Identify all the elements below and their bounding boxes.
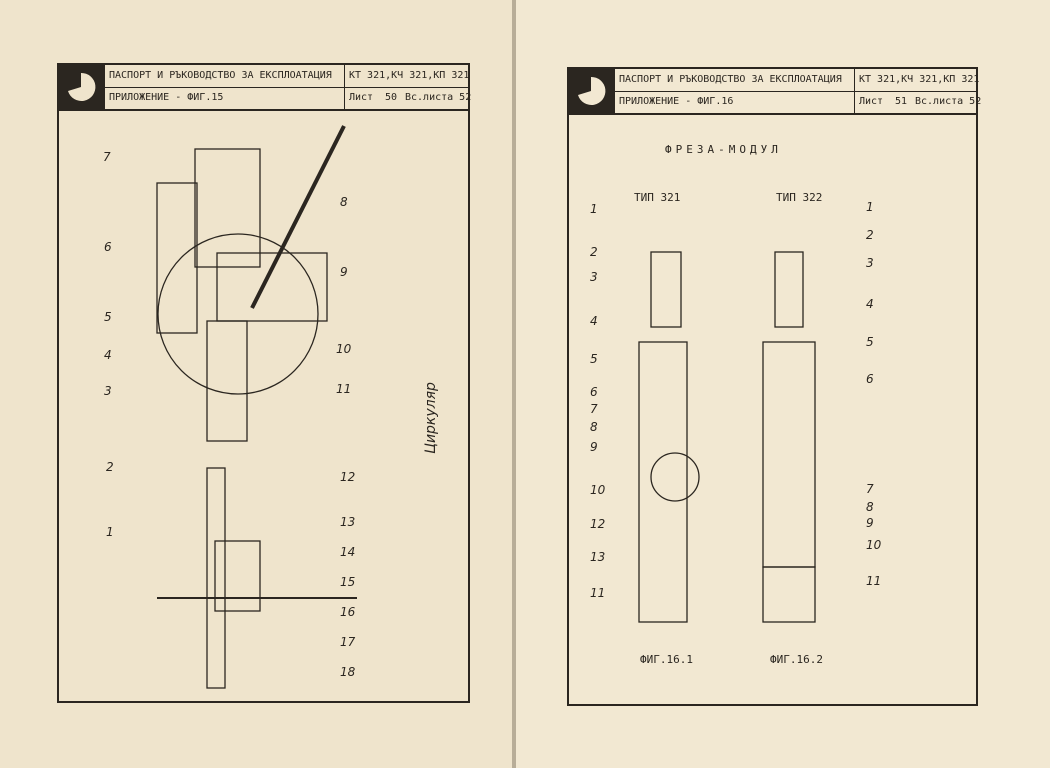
callout-a-5: 5 <box>590 352 598 366</box>
callout-17: 17 <box>340 635 356 649</box>
callout-1: 1 <box>106 525 114 539</box>
sheet-label: Лист <box>859 96 884 107</box>
logo-icon <box>569 69 615 113</box>
models: КТ 321,КЧ 321,КП 321 <box>859 74 980 85</box>
sheet-label: Лист <box>349 92 374 103</box>
logo-icon <box>59 65 105 109</box>
type-321-label: ТИП 321 <box>634 191 681 204</box>
right-frame: ПАСПОРТ И РЪКОВОДСТВО ЗА ЕКСПЛОАТАЦИЯ КТ… <box>567 67 981 706</box>
callout-3: 3 <box>104 384 112 398</box>
sheet-number: 51 <box>895 96 908 107</box>
callout-15: 15 <box>340 575 356 589</box>
callout-2: 2 <box>106 460 114 474</box>
right-page <box>516 0 1050 768</box>
callout-b-3: 3 <box>866 256 874 270</box>
right-title-block: ПАСПОРТ И РЪКОВОДСТВО ЗА ЕКСПЛОАТАЦИЯ КТ… <box>569 69 981 115</box>
callout-a-6: 6 <box>590 385 598 399</box>
left-title-block: ПАСПОРТ И РЪКОВОДСТВО ЗА ЕКСПЛОАТАЦИЯ КТ… <box>59 65 472 111</box>
callout-a-7: 7 <box>590 402 598 416</box>
side-text: Циркуляр <box>422 382 439 454</box>
callout-12: 12 <box>340 470 356 484</box>
callout-a-13: 13 <box>590 550 606 564</box>
left-page <box>0 0 512 768</box>
callout-a-4: 4 <box>590 314 598 328</box>
models: КТ 321,КЧ 321,КП 321 <box>349 70 470 81</box>
doc-title: ПАСПОРТ И РЪКОВОДСТВО ЗА ЕКСПЛОАТАЦИЯ <box>619 74 842 85</box>
sheet-number: 50 <box>385 92 398 103</box>
total-sheets: Вс.листа 52 <box>405 92 472 103</box>
callout-b-8: 8 <box>866 500 874 514</box>
callout-b-5: 5 <box>866 335 874 349</box>
callout-b-1: 1 <box>866 200 874 214</box>
appendix: ПРИЛОЖЕНИЕ - ФИГ.16 <box>619 96 734 107</box>
doc-title: ПАСПОРТ И РЪКОВОДСТВО ЗА ЕКСПЛОАТАЦИЯ <box>109 70 332 81</box>
callout-a-9: 9 <box>590 440 598 454</box>
callout-16: 16 <box>340 605 356 619</box>
callout-b-6: 6 <box>866 372 874 386</box>
total-sheets: Вс.листа 52 <box>915 96 982 107</box>
callout-14: 14 <box>340 545 356 559</box>
callout-9: 9 <box>340 265 348 279</box>
callout-b-10: 10 <box>866 538 882 552</box>
callout-b-4: 4 <box>866 297 874 311</box>
callout-b-9: 9 <box>866 516 874 530</box>
callout-b-11: 11 <box>866 574 882 588</box>
callout-6: 6 <box>104 240 112 254</box>
type-322-label: ТИП 322 <box>776 191 823 204</box>
fig-16-2-caption: ФИГ.16.2 <box>770 653 823 666</box>
callout-18: 18 <box>340 665 356 679</box>
callout-8: 8 <box>340 195 348 209</box>
callout-a-10: 10 <box>590 483 606 497</box>
callout-10: 10 <box>336 342 352 356</box>
callout-b-2: 2 <box>866 228 874 242</box>
callout-11: 11 <box>336 382 352 396</box>
callout-a-11: 11 <box>590 586 606 600</box>
circular-saw-drawing <box>156 125 357 689</box>
callout-a-8: 8 <box>590 420 598 434</box>
appendix: ПРИЛОЖЕНИЕ - ФИГ.15 <box>109 92 224 103</box>
callout-7: 7 <box>103 150 111 164</box>
drawing-heading: ФРЕЗА-МОДУЛ <box>665 143 782 156</box>
callout-a-2: 2 <box>590 245 598 259</box>
callout-4: 4 <box>104 348 112 362</box>
callout-b-7: 7 <box>866 482 874 496</box>
milling-module-drawing <box>638 251 816 623</box>
callout-a-12: 12 <box>590 517 606 531</box>
callout-a-1: 1 <box>590 202 598 216</box>
callout-a-3: 3 <box>590 270 598 284</box>
callout-13: 13 <box>340 515 356 529</box>
callout-5: 5 <box>104 310 112 324</box>
fig-16-1-caption: ФИГ.16.1 <box>640 653 693 666</box>
left-frame: ПАСПОРТ И РЪКОВОДСТВО ЗА ЕКСПЛОАТАЦИЯ КТ… <box>57 63 472 703</box>
